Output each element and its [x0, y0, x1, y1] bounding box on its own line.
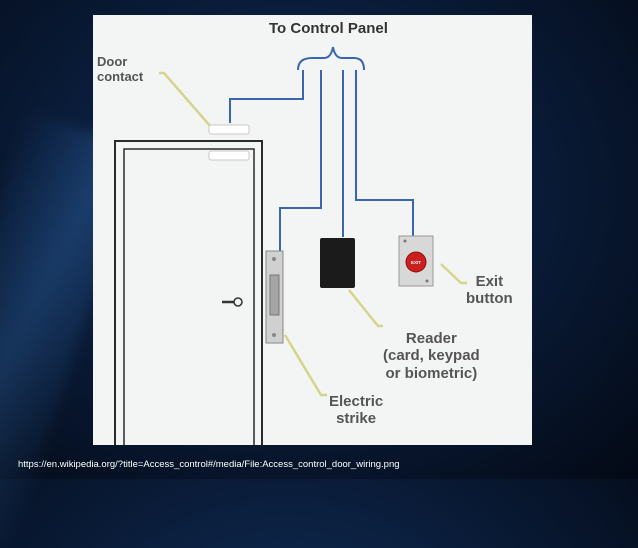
- wires: [229, 70, 414, 252]
- door-contact-top: [208, 124, 250, 135]
- door-frame-outer: [114, 140, 263, 445]
- exit-button: [405, 251, 427, 273]
- door-contact-leader: [159, 71, 212, 128]
- electric-strike: [265, 250, 284, 344]
- door-contact-bottom: [208, 150, 250, 161]
- exit-button-text: EXIT: [411, 260, 421, 265]
- door-contact-label: Door contact: [97, 54, 144, 84]
- door: [114, 140, 263, 445]
- control-panel-bracket: [297, 46, 365, 71]
- exit-wire: [355, 70, 414, 238]
- reader-leader: [348, 289, 383, 328]
- card-reader: [320, 238, 355, 288]
- wiring-diagram: EXIT: [114, 46, 467, 445]
- electric-strike-label: Electric strike: [329, 393, 384, 428]
- leader-lines: [159, 71, 467, 397]
- exit-leader: [440, 263, 467, 285]
- strike-wire: [279, 70, 322, 252]
- diagram-image: EXIT To Control Panel Door contact Exit …: [93, 15, 532, 445]
- control-panel-title: To Control Panel: [269, 20, 388, 37]
- exit-button-label: Exit button: [466, 273, 513, 308]
- exit-button-plate: EXIT: [398, 235, 434, 287]
- door-contact-wire: [229, 70, 304, 123]
- strike-leader: [283, 334, 327, 397]
- door-handle: [222, 297, 243, 307]
- source-url: https://en.wikipedia.org/?title=Access_c…: [18, 459, 400, 470]
- door-frame-inner: [123, 148, 255, 445]
- reader-label: Reader (card, keypad or biometric): [383, 330, 480, 382]
